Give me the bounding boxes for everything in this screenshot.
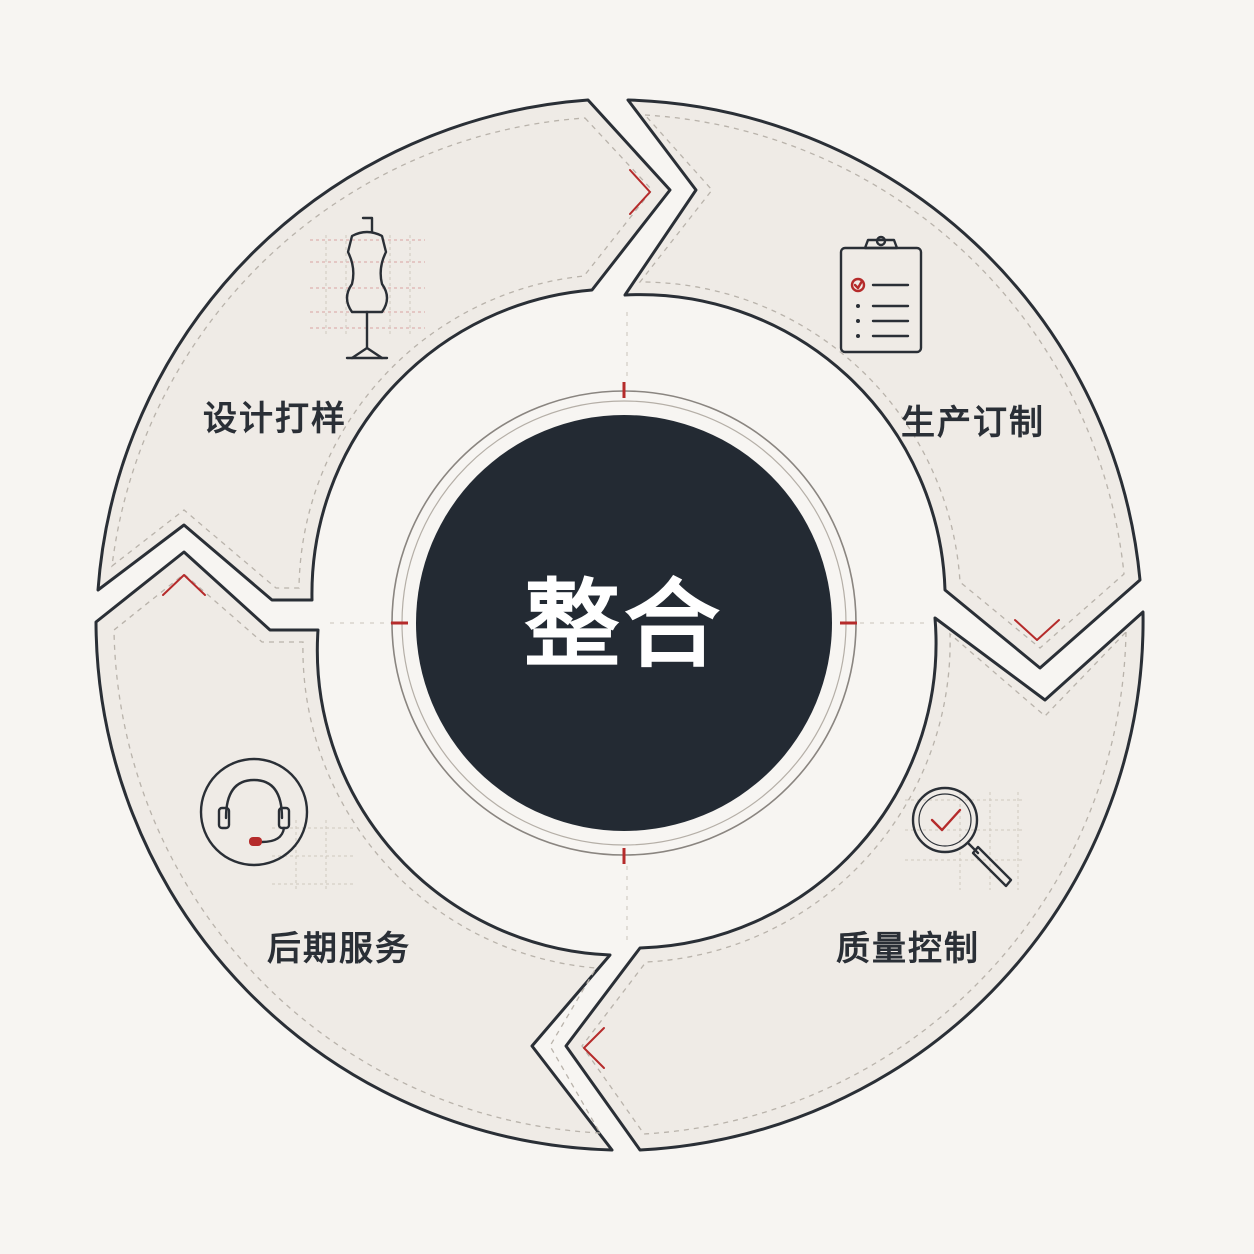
segment-production-chevron bbox=[1014, 619, 1060, 641]
stage-label-production: 生产订制 bbox=[901, 403, 1045, 443]
clipboard-checklist-icon bbox=[839, 235, 923, 354]
segment-quality-control bbox=[564, 610, 1145, 1152]
stage-label-after-service: 后期服务 bbox=[267, 929, 411, 969]
segment-after-service-chevron bbox=[162, 574, 206, 596]
segment-design-sampling bbox=[96, 98, 672, 602]
segment-quality-control-chevron bbox=[583, 1027, 605, 1069]
dress-form-icon bbox=[310, 216, 425, 360]
segment-design-sampling-chevron bbox=[629, 169, 651, 215]
center-hub: 整合 bbox=[391, 382, 857, 864]
stage-label-design-sampling: 设计打样 bbox=[203, 399, 347, 439]
inner-guide-lines bbox=[330, 312, 924, 940]
magnifier-check-icon bbox=[905, 786, 1025, 890]
center-label: 整合 bbox=[524, 569, 724, 681]
segment-after-service bbox=[94, 550, 614, 1152]
headset-icon bbox=[199, 757, 354, 892]
segment-production bbox=[623, 98, 1142, 670]
stage-label-quality-control: 质量控制 bbox=[836, 929, 980, 969]
center-disk bbox=[416, 415, 832, 831]
